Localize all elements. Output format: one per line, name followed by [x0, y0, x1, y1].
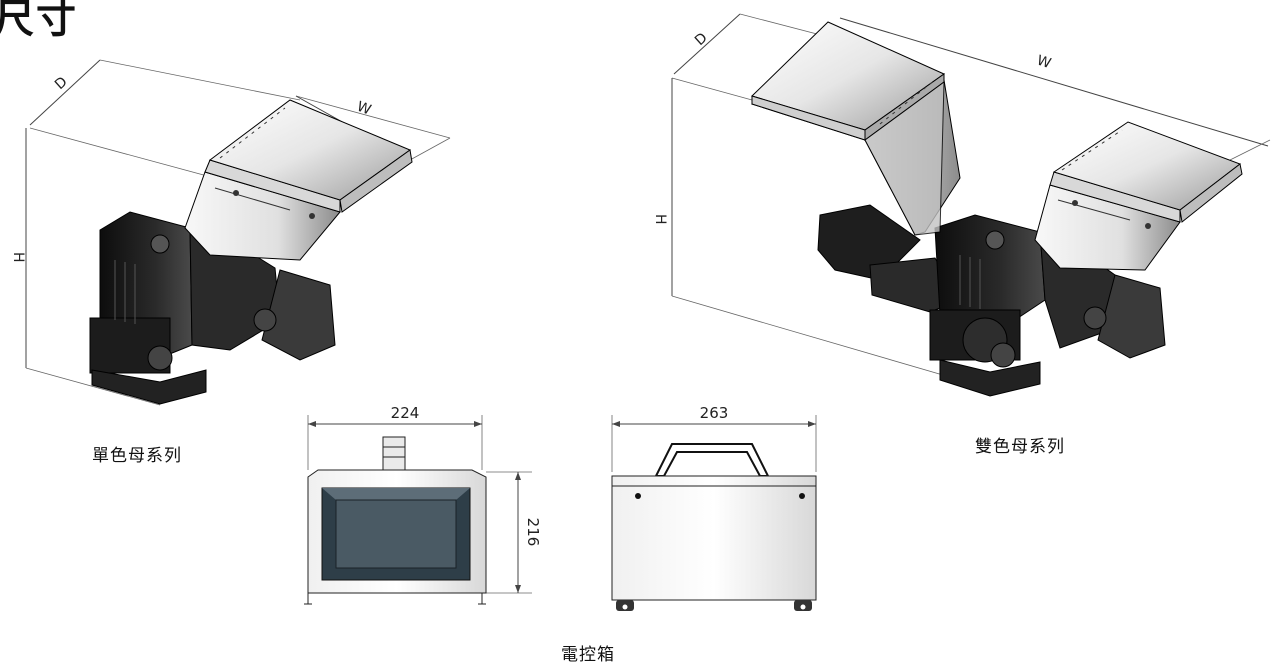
control-box-caption: 電控箱: [561, 645, 615, 665]
single-series-caption: 單色母系列: [92, 446, 182, 466]
control-box-handle: [654, 443, 770, 477]
double-height-label: H: [652, 214, 668, 225]
control-box-front-height: 216: [524, 518, 542, 547]
single-height-label: H: [10, 252, 26, 263]
single-color-machine: D W H: [10, 59, 451, 406]
double-color-machine: D W H: [652, 13, 1271, 397]
double-series-caption: 雙色母系列: [975, 437, 1065, 457]
page-title: 尺寸: [0, 0, 78, 42]
control-box-front: [304, 415, 532, 605]
double-small-hopper: [1034, 121, 1243, 271]
control-box-side: [611, 415, 817, 611]
double-feeder-body: [817, 204, 1166, 397]
double-large-hopper: [751, 21, 961, 236]
double-dimension-lines: [671, 13, 1271, 381]
control-box-side-width: 263: [700, 404, 729, 422]
single-hopper: [184, 99, 413, 261]
double-width-label: W: [1035, 53, 1053, 73]
single-feeder-body: [89, 211, 336, 405]
control-box-front-width: 224: [391, 404, 420, 422]
single-width-label: W: [355, 99, 374, 119]
double-depth-label: D: [692, 30, 711, 49]
